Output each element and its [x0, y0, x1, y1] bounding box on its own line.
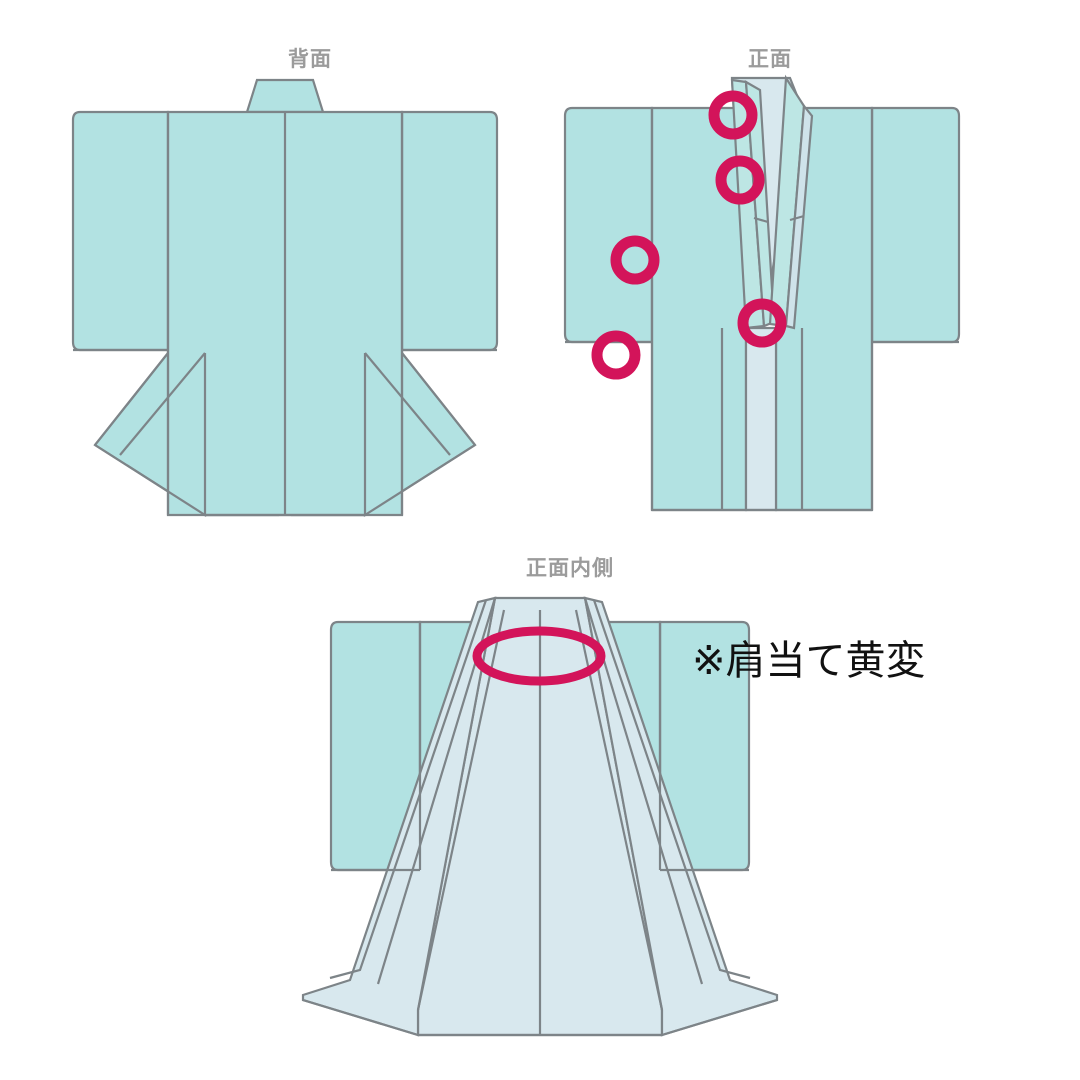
front-center-lining-strip [744, 326, 778, 512]
inner-right-lapel-edge [583, 597, 704, 985]
back-right-skirt-hem [364, 444, 476, 516]
back-left-skirt-diagonal [94, 352, 169, 446]
back-left-skirt-hem [94, 444, 206, 516]
inner-right-lapel-fold [592, 599, 751, 980]
defect-ellipse-shoulder-pad [472, 626, 606, 686]
defect-ring-collar-top [708, 90, 758, 140]
defect-ring-collar-upper [715, 155, 765, 205]
defect-ring-collar-point [737, 298, 787, 348]
back-left-skirt-fold [119, 352, 206, 456]
view-label-front-inner: 正面内側 [526, 557, 614, 580]
view-label-back: 背面 [288, 48, 332, 71]
inner-right-lapel [583, 596, 779, 1037]
annotation-shoulder-yellowing: ※肩当て黄変 [692, 638, 926, 684]
inner-right-hem-diagonal [661, 998, 778, 1037]
inner-left-lapel-fold [329, 599, 488, 980]
kimono-front-view [563, 74, 961, 512]
back-right-skirt-diagonal [401, 352, 476, 446]
defect-ring-left-lower [591, 330, 641, 380]
kimono-front-inner-view [301, 596, 779, 1037]
defect-ring-left-body [610, 235, 660, 285]
front-right-sleeve [870, 106, 961, 344]
front-left-collar-notch [753, 216, 769, 224]
kimono-back-view [71, 78, 499, 518]
back-collar [245, 78, 325, 114]
view-label-front: 正面 [748, 48, 792, 71]
front-right-collar-notch [789, 214, 805, 222]
back-right-skirt-fold [364, 352, 451, 456]
inner-right-inner-seam [574, 609, 664, 1011]
front-left-sleeve [563, 106, 654, 344]
back-right-sleeve [400, 110, 499, 352]
inner-left-hem-diagonal [302, 998, 419, 1037]
inner-left-inner-seam [416, 609, 506, 1011]
back-left-sleeve [71, 110, 170, 352]
inner-left-lapel [301, 596, 497, 1037]
